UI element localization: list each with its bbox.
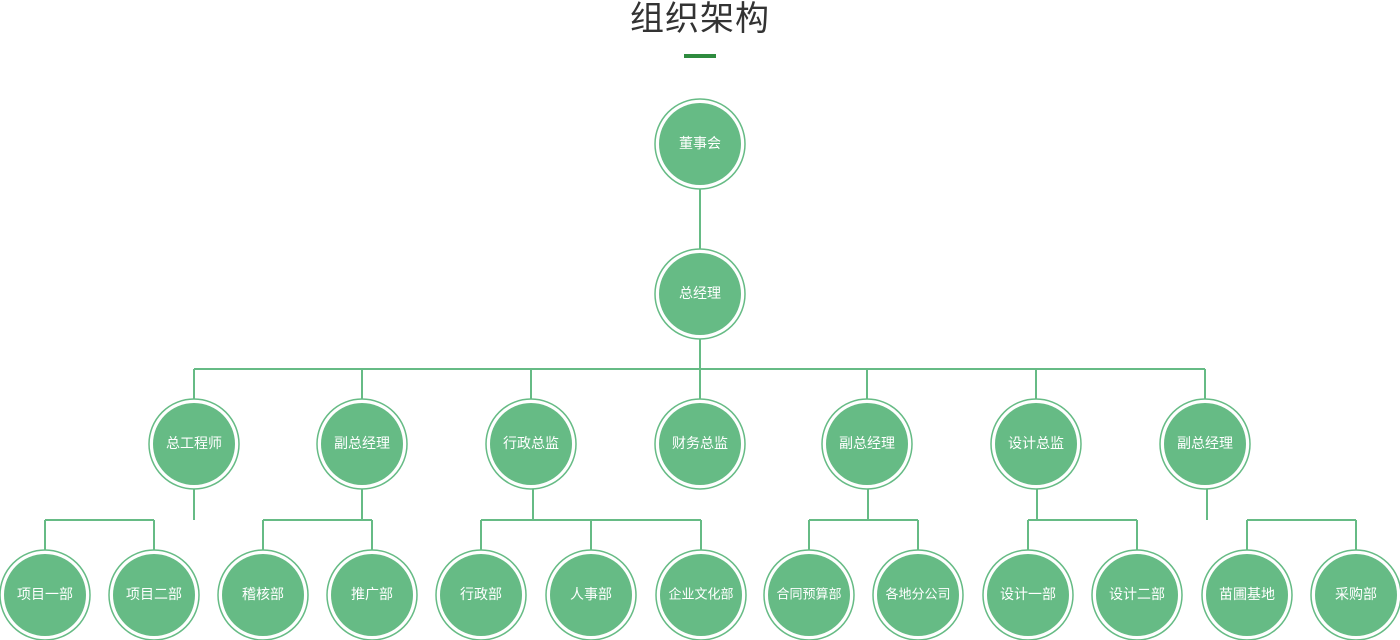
org-node[interactable]: 副总经理 <box>1159 398 1251 490</box>
org-node[interactable]: 人事部 <box>545 549 637 640</box>
node-label: 总经理 <box>679 286 721 302</box>
node-disc <box>321 403 403 485</box>
node-label: 财务总监 <box>672 436 728 452</box>
node-disc <box>768 554 850 636</box>
org-node[interactable]: 各地分公司 <box>872 549 964 640</box>
node-label: 稽核部 <box>242 587 284 603</box>
node-disc <box>660 554 742 636</box>
node-label: 设计一部 <box>1000 587 1056 603</box>
org-node[interactable]: 董事会 <box>654 98 746 190</box>
node-disc <box>826 403 908 485</box>
org-node[interactable]: 推广部 <box>326 549 418 640</box>
org-node[interactable]: 合同预算部 <box>763 549 855 640</box>
title-underline <box>684 54 716 58</box>
node-disc <box>659 103 741 185</box>
node-disc <box>1096 554 1178 636</box>
org-node[interactable]: 设计二部 <box>1091 549 1183 640</box>
node-disc <box>331 554 413 636</box>
org-node[interactable]: 行政总监 <box>485 398 577 490</box>
org-node[interactable]: 副总经理 <box>316 398 408 490</box>
node-label: 董事会 <box>679 136 721 152</box>
node-disc <box>877 554 959 636</box>
node-disc <box>113 554 195 636</box>
node-label: 设计总监 <box>1008 436 1064 452</box>
node-disc <box>659 253 741 335</box>
node-label: 企业文化部 <box>668 587 733 603</box>
node-disc <box>440 554 522 636</box>
node-label: 各地分公司 <box>885 587 950 603</box>
node-disc <box>490 403 572 485</box>
node-label: 项目一部 <box>17 587 73 603</box>
org-node[interactable]: 项目一部 <box>0 549 91 640</box>
node-disc <box>153 403 235 485</box>
org-node[interactable]: 设计一部 <box>982 549 1074 640</box>
org-node[interactable]: 总经理 <box>654 248 746 340</box>
connector-lines <box>44 189 1357 550</box>
org-node[interactable]: 稽核部 <box>217 549 309 640</box>
node-label: 推广部 <box>351 587 393 603</box>
node-disc <box>222 554 304 636</box>
org-node[interactable]: 财务总监 <box>654 398 746 490</box>
node-disc <box>550 554 632 636</box>
node-disc <box>987 554 1069 636</box>
node-label: 总工程师 <box>166 436 222 452</box>
node-label: 副总经理 <box>334 436 390 452</box>
node-label: 设计二部 <box>1109 587 1165 603</box>
node-disc <box>1206 554 1288 636</box>
node-disc <box>1164 403 1246 485</box>
org-node[interactable]: 苗圃基地 <box>1201 549 1293 640</box>
node-disc <box>659 403 741 485</box>
org-node[interactable]: 采购部 <box>1310 549 1400 640</box>
org-node[interactable]: 副总经理 <box>821 398 913 490</box>
page-title: 组织架构 <box>630 0 770 39</box>
org-node[interactable]: 总工程师 <box>148 398 240 490</box>
node-label: 项目二部 <box>126 587 182 603</box>
org-node[interactable]: 项目二部 <box>108 549 200 640</box>
node-label: 副总经理 <box>839 436 895 452</box>
node-disc <box>995 403 1077 485</box>
node-disc <box>1315 554 1397 636</box>
node-label: 采购部 <box>1335 587 1377 603</box>
org-node[interactable]: 设计总监 <box>990 398 1082 490</box>
node-label: 苗圃基地 <box>1219 586 1275 603</box>
org-node[interactable]: 行政部 <box>435 549 527 640</box>
node-label: 人事部 <box>570 587 612 603</box>
node-label: 副总经理 <box>1177 436 1233 452</box>
node-label: 合同预算部 <box>776 588 841 603</box>
node-label: 行政总监 <box>503 436 559 452</box>
node-label: 行政部 <box>460 587 502 603</box>
org-node[interactable]: 企业文化部 <box>655 549 747 640</box>
node-disc <box>4 554 86 636</box>
